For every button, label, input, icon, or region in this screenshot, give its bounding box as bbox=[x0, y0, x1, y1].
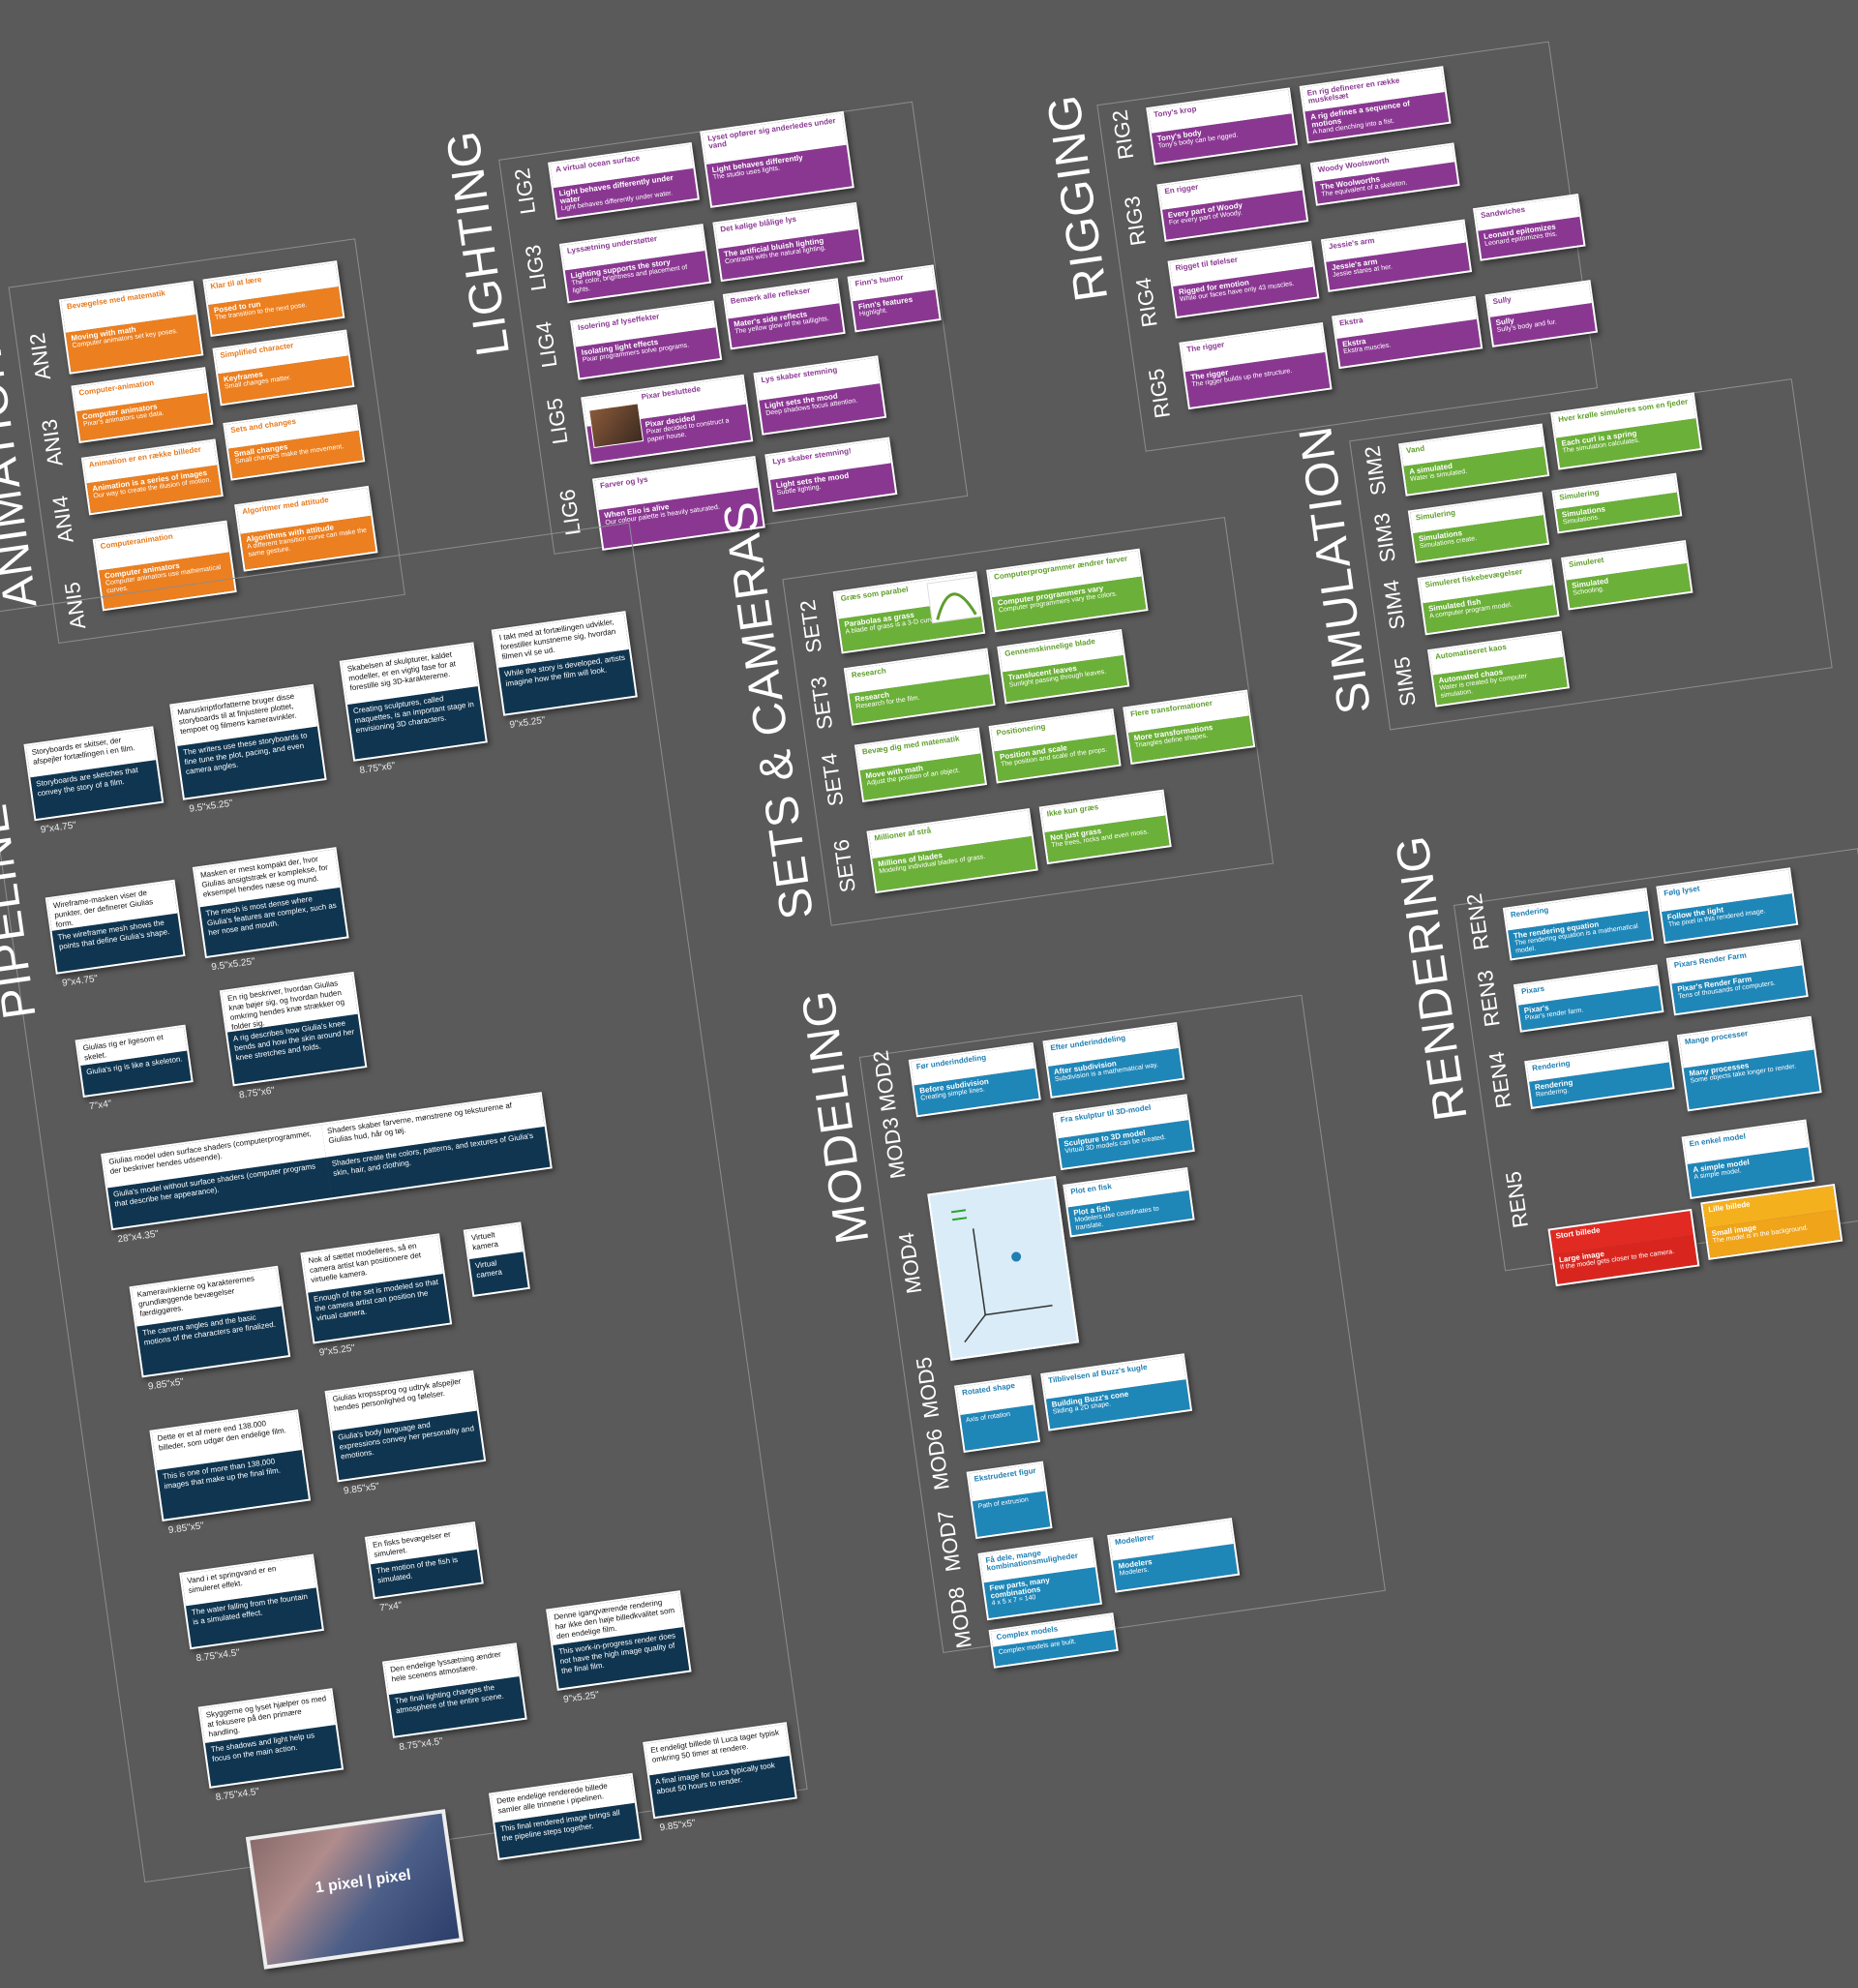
info-card: Ekstruderet figur Path of extrusion bbox=[966, 1461, 1053, 1540]
pixelated-image: 1 pixel | pixel bbox=[245, 1809, 464, 1970]
card-heading: Hver krølle simuleres som en fjeder bbox=[1557, 397, 1689, 425]
pipeline-card: Manuskriptforfatterne bruger disse story… bbox=[169, 683, 327, 800]
pixel-label: 1 pixel | pixel bbox=[314, 1866, 412, 1897]
scene-photo bbox=[588, 403, 644, 449]
axes-icon bbox=[950, 1209, 1053, 1343]
parabola-icon bbox=[936, 592, 977, 620]
parabola-image bbox=[926, 576, 982, 624]
pipeline-card: Skabelsen af skulpturer, kaldet modeller… bbox=[339, 642, 488, 762]
exhibit-panel-layout: ANIMATION ANI2 ANI3 ANI4 ANI5 Bevægelse … bbox=[0, 41, 1858, 1970]
card-text-en: Virtual camera bbox=[469, 1251, 528, 1295]
pipeline-card: En rig beskriver, hvordan Giulias knæ bø… bbox=[219, 971, 368, 1087]
card-heading: Ekstruderet figur bbox=[974, 1465, 1037, 1484]
pipeline-card: I takt med at fortællingen udvikler, for… bbox=[491, 611, 638, 716]
card-heading: Rotated shape bbox=[961, 1380, 1016, 1398]
pipeline-card: Nok af sættet modelleres, så en camera a… bbox=[300, 1233, 453, 1344]
pipeline-card: Virtuelt kamera Virtual camera bbox=[463, 1221, 530, 1298]
card-heading: Lyset opfører sig anderledes under vand bbox=[706, 116, 837, 151]
size-label: 9.85"x5" bbox=[658, 1818, 697, 1834]
info-card: Rotated shape Axis of rotation bbox=[954, 1374, 1041, 1453]
coordinate-diagram bbox=[927, 1175, 1080, 1361]
